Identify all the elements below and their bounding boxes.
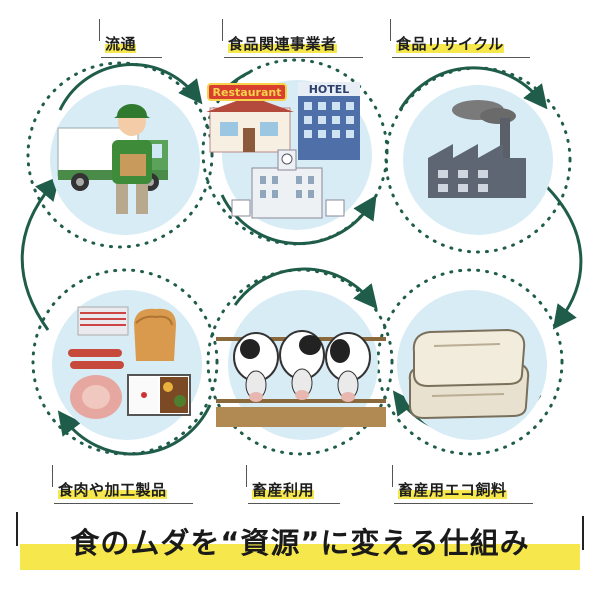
arrow-recycle-top — [398, 66, 548, 111]
label-meat-processed-text: 食肉や加工製品 — [58, 481, 167, 499]
label-livestock-use-text: 畜産利用 — [252, 481, 315, 499]
title-right-tick — [582, 516, 584, 550]
arrow-livestock-top — [233, 267, 378, 310]
label-food-recycle-text: 食品リサイクル — [396, 35, 504, 53]
arrow-left-side — [20, 175, 60, 331]
label-eco-feed: 畜産用エコ飼料 — [392, 465, 533, 504]
title-left-tick — [16, 512, 18, 546]
arrow-right-side — [543, 183, 583, 330]
label-food-business-text: 食品関連事業者 — [228, 35, 337, 53]
label-distribution: 流通 — [99, 19, 163, 58]
arrow-distribution-top — [58, 63, 203, 111]
label-eco-feed-text: 畜産用エコ飼料 — [398, 481, 507, 499]
feed-ring — [376, 268, 564, 456]
title-text: 食のムダを“資源”に変える仕組み — [70, 526, 530, 560]
feed-sacks-illustration — [408, 328, 530, 420]
label-meat-processed: 食肉や加工製品 — [52, 465, 193, 504]
restaurant-sign: Restaurant — [213, 86, 282, 99]
business-illustration: HOTEL Restaurant — [206, 82, 360, 219]
delivery-illustration — [57, 104, 168, 214]
label-livestock-use: 畜産利用 — [246, 465, 341, 504]
hotel-sign: HOTEL — [309, 83, 350, 96]
title-highlight — [20, 544, 580, 570]
label-food-recycle: 食品リサイクル — [390, 19, 530, 58]
label-distribution-text: 流通 — [105, 35, 137, 53]
cows-illustration — [216, 330, 386, 427]
meat-products-illustration — [68, 306, 191, 419]
arrow-meat-bottom — [57, 404, 212, 456]
page-title: 食のムダを“資源”に変える仕組み — [16, 512, 584, 572]
distribution-ring — [26, 61, 214, 249]
factory-illustration — [428, 100, 526, 198]
label-food-business: 食品関連事業者 — [222, 19, 363, 58]
